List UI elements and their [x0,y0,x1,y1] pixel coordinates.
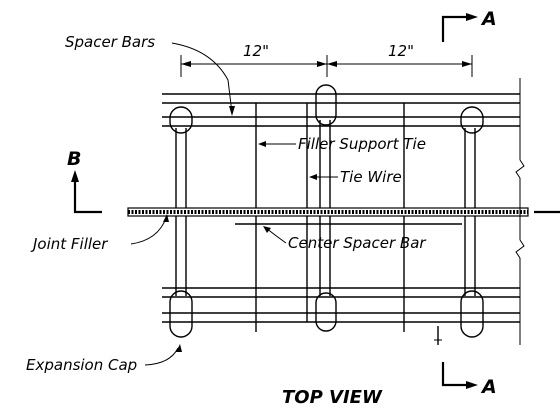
expansion-cap-label: Expansion Cap [26,356,137,374]
expansion-caps [169,84,484,338]
expansion-cap-leader [144,347,179,366]
dimension-line [180,55,473,77]
joint-filler-label: Joint Filler [30,235,108,253]
section-b-label: B [67,148,81,170]
joint-filler-leader [130,217,167,245]
center-spacer-bar-label: Center Spacer Bar [288,234,426,252]
section-a-top-marker [441,13,478,42]
dimension-right: 12" [388,42,414,60]
section-a-top-label: A [480,8,497,30]
spacer-bars-leader [171,42,233,114]
section-a-bottom-label: A [480,376,497,398]
joint-filler [127,207,560,217]
section-b-marker [71,170,102,214]
top-horizontal-bars [162,93,520,127]
tie-wire-label: Tie Wire [340,168,402,186]
section-a-bottom-marker [441,362,478,389]
break-lines [515,78,525,345]
filler-support-tie-label: Filler Support Tie [298,135,426,153]
view-title: TOP VIEW [282,387,383,408]
spacer-bars-label: Spacer Bars [65,33,155,51]
dimension-left: 12" [243,42,269,60]
